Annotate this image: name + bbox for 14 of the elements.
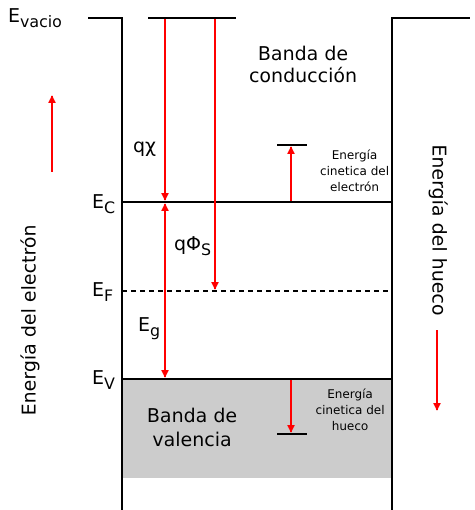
band-label: Banda de conducción — [248, 44, 358, 88]
axis-label: Energía del electrón — [19, 224, 41, 416]
energy-label: E$_{g}$ — [138, 315, 160, 340]
energy-label: qχ — [133, 136, 156, 158]
annotation-text: Energía cinetica del hueco — [314, 386, 386, 435]
band-label: Banda de valencia — [146, 405, 238, 452]
level-label: E$_{vacio}$ — [8, 6, 62, 31]
annotation-text: Energía cinetica del electrón — [318, 147, 390, 196]
band-region — [122, 379, 392, 478]
level-label: E$_{V}$ — [92, 368, 115, 393]
axis-label: Energía del hueco — [426, 144, 448, 316]
level-label: E$_{F}$ — [92, 280, 114, 305]
level-label: E$_{C}$ — [92, 192, 116, 217]
energy-label: qΦ$_{S}$ — [174, 234, 212, 259]
